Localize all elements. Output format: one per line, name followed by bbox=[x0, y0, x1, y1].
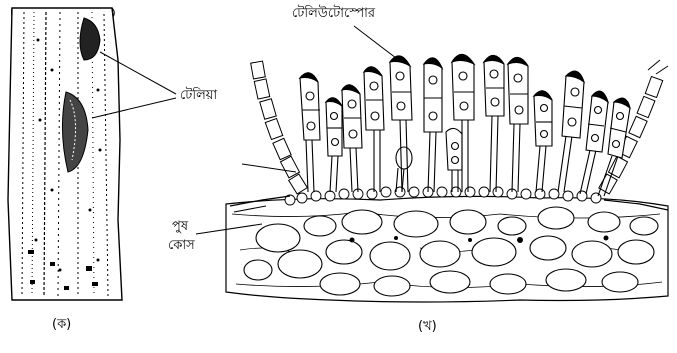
subhymenial-layer bbox=[285, 187, 601, 205]
host-tissue bbox=[226, 196, 668, 302]
host-cell-label-line2: কোস bbox=[168, 239, 195, 252]
teliospore-label: টেলিউটোস্পোর bbox=[292, 7, 375, 20]
caption-b: (খ) bbox=[418, 320, 437, 333]
teliospore-cluster bbox=[300, 54, 630, 196]
epidermis-flap-right bbox=[599, 60, 668, 210]
epidermis-flap-left bbox=[230, 61, 307, 212]
host-cell-label-line1: পুষ bbox=[172, 220, 188, 233]
stem-section-drawing bbox=[8, 8, 176, 300]
caption-a: (ক) bbox=[52, 318, 71, 331]
telia-label: টেলিয়া bbox=[180, 89, 217, 102]
